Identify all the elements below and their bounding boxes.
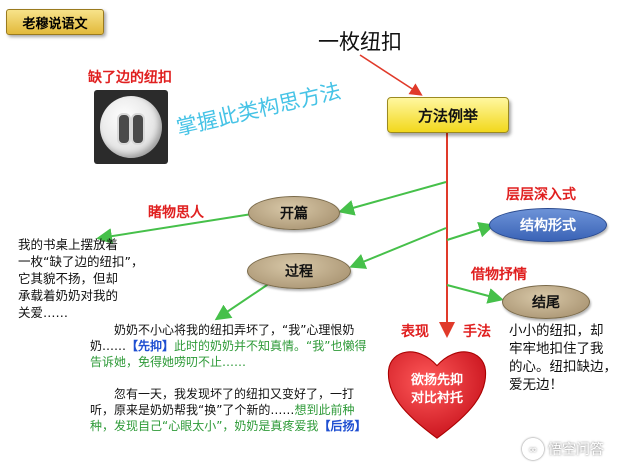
node-end: 结尾 [502,285,590,319]
para2-text: 忽有一天，我发现坏了的纽扣又变好了，一打听，原来是奶奶帮我“换”了个新的…… [90,387,355,417]
page-title: 一枚纽扣 [318,30,402,54]
para2-tag: 【后扬】 [318,419,367,433]
opening-line: 关爱…… [18,305,69,320]
arrow-to-open [338,181,447,216]
opening-line: 我的书桌上摆放着 [18,237,119,252]
arrow-to-end [446,284,504,304]
ending-line: 的心。纽扣缺边， [509,359,617,375]
button-caption: 缺了边的纽扣 [88,70,172,86]
heart-text: 欲扬先抑 对比衬托 [382,372,492,408]
button-hole-left [117,113,131,145]
para1-tag: 【先抑】 [126,339,175,353]
method-box: 方法例举 [387,97,509,133]
para2-green: 想到此前种种，发现自己“心眼太小”，奶奶是真疼爱我 [90,403,355,433]
channel-badge: 老穆说语文 [6,9,104,35]
ending-text: 小小的纽扣，却 牢牢地扣住了我 的心。纽扣缺边， 爱无边！ [509,322,631,394]
arrow-process-to-text [214,282,271,321]
label-express: 表现 [401,324,429,340]
node-open: 开篇 [248,196,340,230]
node-process: 过程 [247,253,351,289]
arrow-open-to-text [96,213,253,245]
opening-line: 承载着奶奶对我的 [18,288,119,303]
arrow-title-to-method [359,54,423,96]
heart-line-1: 欲扬先抑 [410,373,463,388]
brand-logo-icon: ∞ [522,438,544,460]
process-paragraph-1: 奶奶不小心将我的纽扣弄坏了，“我”心理恨奶奶……【先抑】此时的奶奶并不知真情。“… [90,322,368,370]
arrow-to-process [349,227,447,269]
button-icon [94,90,168,164]
opening-text: 我的书桌上摆放着 一枚“缺了边的纽扣”， 它其貌不扬，但却 承载着奶奶对我的 关… [18,236,148,321]
ending-line: 爱无边！ [509,377,563,393]
arrow-to-structure [446,222,495,241]
para1-green: 此时的奶奶并不知真情。“我”也懒得告诉她，免得她唠叨不止…… [90,339,367,369]
node-structure: 结构形式 [489,208,607,242]
heart-shape [387,351,487,439]
label-look: 睹物思人 [148,205,204,221]
para1-text: 奶奶不小心将我的纽扣弄坏了，“我”心理恨奶奶…… [90,323,355,353]
process-paragraph-2: 忽有一天，我发现坏了的纽扣又变好了，一打听，原来是奶奶帮我“换”了个新的……想到… [90,386,368,434]
brand-name: 悟空问答 [548,442,604,458]
label-borrow: 借物抒情 [471,267,527,283]
button-hole-right [131,113,145,145]
label-layered: 层层深入式 [506,187,576,203]
brand-watermark: ∞ 悟空问答 [522,438,604,460]
label-technique: 手法 [463,324,491,340]
heart-line-2: 对比衬托 [410,391,463,406]
button-disc [100,96,162,158]
opening-line: 它其貌不扬，但却 [18,271,119,286]
ending-line: 小小的纽扣，却 [509,323,604,339]
opening-line: 一枚“缺了边的纽扣”， [18,254,144,269]
ending-line: 牢牢地扣住了我 [509,341,604,357]
